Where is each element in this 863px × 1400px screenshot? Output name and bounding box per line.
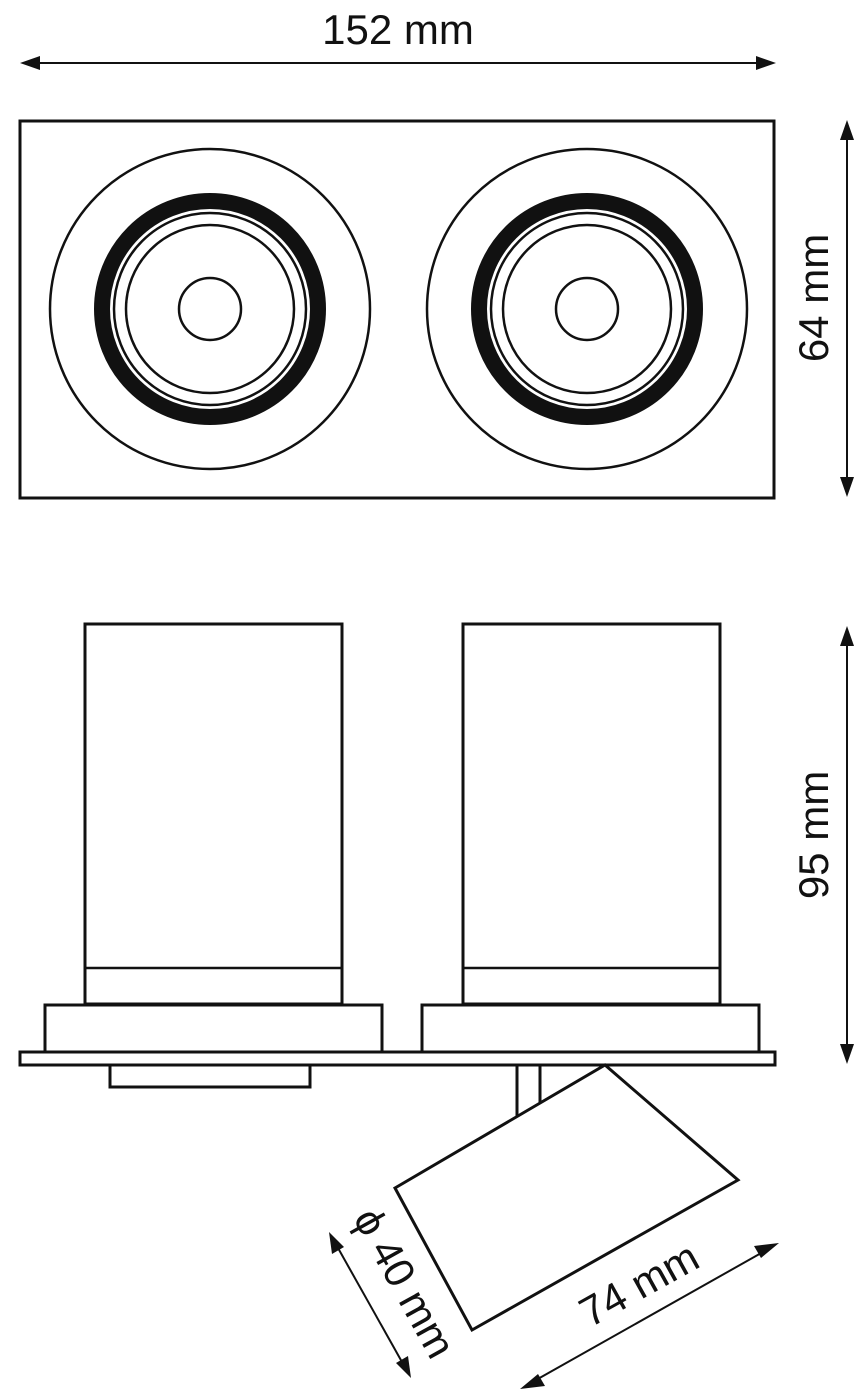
arrow-down [840, 477, 854, 497]
height-dimension: 95 mm [790, 626, 854, 1064]
arrow-end [396, 1356, 411, 1378]
base-plate [18, 1050, 777, 1067]
depth-dimension: 64 mm [790, 120, 854, 497]
outer-ring-right [425, 147, 749, 471]
inner-ring-right [489, 211, 685, 407]
right-collar [420, 1003, 761, 1054]
width-dimension: 152 mm [20, 6, 776, 70]
height-label: 95 mm [790, 771, 837, 899]
lens-center-left [177, 276, 243, 342]
lens-ring-right [501, 223, 673, 395]
arrow-down [840, 1044, 854, 1064]
arrow-right [756, 56, 776, 70]
left-body [83, 622, 344, 1006]
side-view [18, 622, 777, 1333]
arrow-left [20, 56, 40, 70]
right-body [461, 622, 722, 1006]
left-collar [43, 1003, 384, 1054]
left-lower-ring [108, 1063, 312, 1089]
arrow-up [840, 120, 854, 140]
bezel-ring-right [471, 193, 703, 425]
width-label: 152 mm [322, 6, 474, 53]
spotlight-left-top [48, 147, 372, 471]
lens-ring-left [124, 223, 296, 395]
top-view-housing [18, 119, 776, 500]
tilted-spotlight [392, 1063, 741, 1333]
arrow-start [520, 1374, 545, 1389]
lens-center-right [554, 276, 620, 342]
top-view [18, 119, 776, 500]
outer-ring-left [48, 147, 372, 471]
arrow-start [329, 1232, 344, 1254]
arrow-up [840, 626, 854, 646]
depth-label: 64 mm [790, 234, 837, 362]
inner-ring-left [112, 211, 308, 407]
bezel-ring-left [94, 193, 326, 425]
spotlight-right-top [425, 147, 749, 471]
arrow-end [754, 1243, 779, 1258]
